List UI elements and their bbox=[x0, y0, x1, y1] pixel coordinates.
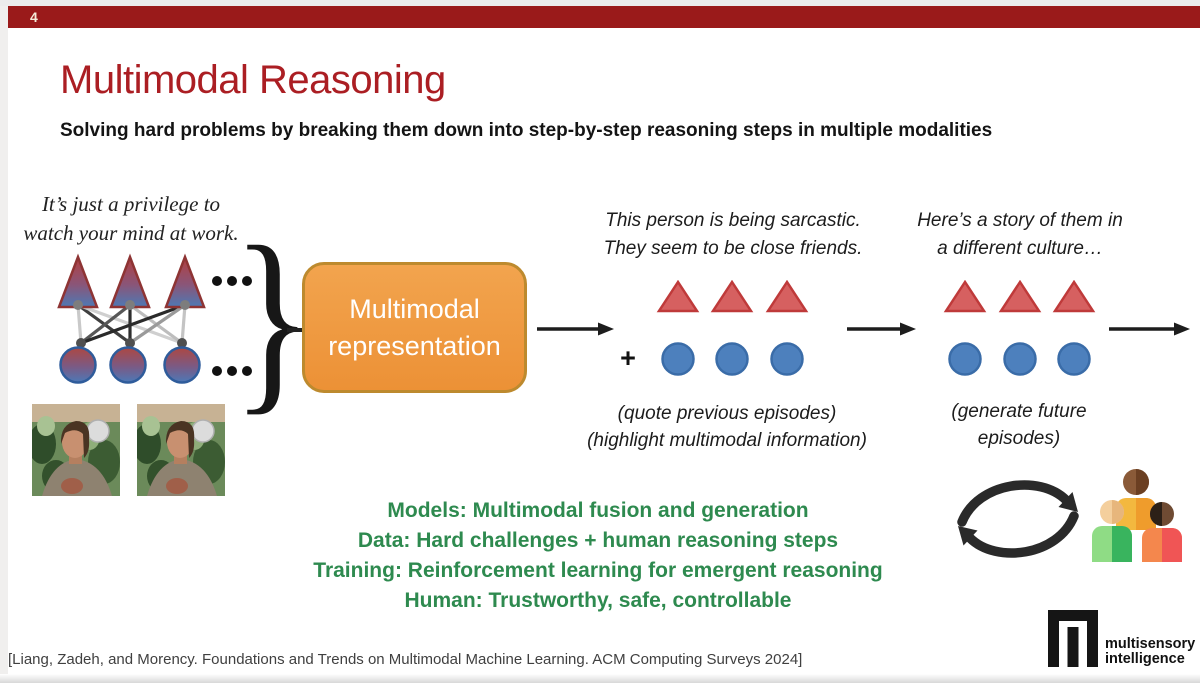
slide-number: 4 bbox=[30, 9, 38, 25]
flow-arrow-1-icon bbox=[537, 322, 614, 336]
graph-nodes bbox=[73, 300, 190, 348]
presentation-top-bar bbox=[8, 6, 1200, 28]
middle-circles-icon bbox=[661, 342, 804, 376]
quote-text: It’s just a privilege to watch your mind… bbox=[6, 190, 256, 248]
rep-box-line-2: representation bbox=[328, 330, 501, 361]
right-action-line-2: episodes) bbox=[977, 428, 1061, 449]
rep-box-line-1: Multimodal bbox=[349, 293, 480, 324]
brace-connector-line bbox=[287, 328, 302, 332]
page-title: Multimodal Reasoning bbox=[60, 58, 446, 102]
video-frame-thumbnail-1 bbox=[32, 404, 120, 496]
right-thought-text: Here’s a story of them in a different cu… bbox=[870, 207, 1170, 263]
goal-training: Training: Reinforcement learning for eme… bbox=[313, 559, 883, 582]
plus-sign: + bbox=[620, 343, 636, 373]
goal-models: Models: Multimodal fusion and generation bbox=[387, 499, 809, 522]
graph-edges bbox=[76, 303, 187, 345]
logo-wordmark: multisensory intelligence bbox=[1105, 637, 1195, 667]
logo-line-2: intelligence bbox=[1105, 651, 1185, 667]
right-triangles-icon bbox=[943, 280, 1096, 313]
window-bottom-edge bbox=[0, 674, 1200, 683]
right-thought-line-2: a different culture… bbox=[937, 238, 1103, 259]
goal-human: Human: Trustworthy, safe, controllable bbox=[404, 589, 792, 612]
triangle-modality-icons bbox=[57, 253, 206, 309]
curly-brace-icon: } bbox=[232, 205, 313, 432]
people-group-icon bbox=[1092, 469, 1182, 562]
right-action-text: (generate future episodes) bbox=[869, 398, 1169, 452]
middle-thought-line-1: This person is being sarcastic. bbox=[605, 210, 861, 231]
cycle-arrows-icon bbox=[957, 480, 1079, 558]
right-action-line-1: (generate future bbox=[951, 401, 1087, 422]
middle-action-line-2: (highlight multimodal information) bbox=[587, 430, 867, 451]
goal-data: Data: Hard challenges + human reasoning … bbox=[357, 529, 839, 552]
flow-arrow-2-icon bbox=[847, 322, 916, 336]
quote-line-1: It’s just a privilege to bbox=[41, 192, 221, 216]
quote-line-2: watch your mind at work. bbox=[23, 221, 239, 245]
window-top-edge bbox=[0, 0, 1200, 6]
citation-text: [Liang, Zadeh, and Morency. Foundations … bbox=[8, 651, 803, 668]
slide-subtitle: Solving hard problems by breaking them d… bbox=[60, 120, 993, 141]
circle-modality-icons bbox=[59, 346, 201, 384]
middle-thought-line-2: They seem to be close friends. bbox=[603, 238, 863, 259]
video-frame-thumbnail-2 bbox=[137, 404, 225, 496]
multisensory-logo-icon bbox=[1048, 610, 1098, 667]
middle-triangles-icon bbox=[656, 280, 809, 313]
right-circles-icon bbox=[948, 342, 1091, 376]
slide-canvas bbox=[8, 28, 1200, 674]
middle-action-text: (quote previous episodes) (highlight mul… bbox=[577, 400, 877, 454]
right-thought-line-1: Here’s a story of them in bbox=[917, 210, 1123, 231]
logo-line-1: multisensory bbox=[1105, 636, 1196, 652]
modality-graph-diagram bbox=[57, 253, 252, 384]
middle-thought-text: This person is being sarcastic. They see… bbox=[583, 207, 883, 263]
middle-action-line-1: (quote previous episodes) bbox=[617, 403, 837, 424]
research-goals-list: Models: Multimodal fusion and generation… bbox=[238, 496, 958, 616]
ellipsis-dots-icon bbox=[212, 276, 252, 376]
flow-arrow-3-icon bbox=[1109, 322, 1190, 336]
multimodal-representation-box: Multimodal representation bbox=[302, 262, 527, 393]
window-left-edge bbox=[0, 6, 8, 674]
